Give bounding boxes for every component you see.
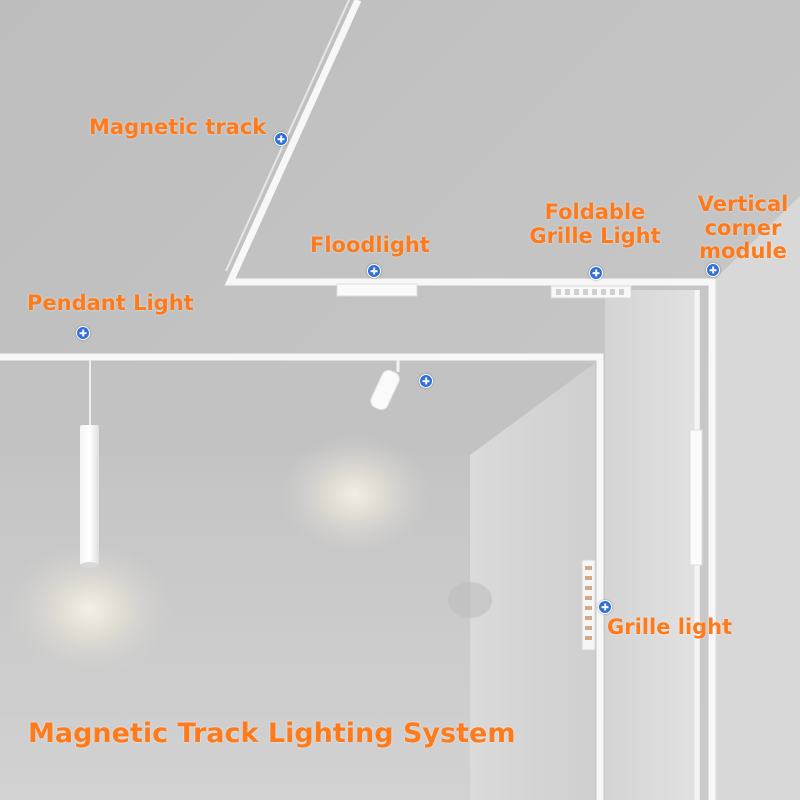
spot-body xyxy=(370,369,400,411)
label-magnetic-track: Magnetic track xyxy=(89,115,267,139)
lower-track-line xyxy=(0,353,604,800)
grille-wall-slots xyxy=(585,566,592,640)
wall-shadow xyxy=(448,582,492,618)
column-wall xyxy=(605,290,700,800)
label-grille-light: Grille light xyxy=(607,615,733,639)
label-foldable-line-2: Grille Light xyxy=(529,223,661,248)
plus-circle-icon-foldable-grille[interactable] xyxy=(589,266,603,280)
inner-ceiling xyxy=(0,363,595,455)
label-foldable-grille-light: Foldable Grille Light xyxy=(515,200,675,248)
pendant-glow xyxy=(5,540,175,680)
plus-circle-icon-floodlight[interactable] xyxy=(367,264,381,278)
label-vertical-corner-module: Vertical corner module xyxy=(688,192,798,264)
plus-circle-icon-pendant[interactable] xyxy=(76,326,90,340)
label-foldable-line-1: Foldable xyxy=(544,200,646,224)
plus-circle-icon-magnetic-track[interactable] xyxy=(274,132,288,146)
diagram-title: Magnetic Track Lighting System xyxy=(28,718,516,749)
pendant-body xyxy=(80,425,99,565)
label-vertical-line-3: module xyxy=(699,239,787,264)
plus-circle-icon-vertical-corner[interactable] xyxy=(706,263,720,277)
label-pendant-light: Pendant Light xyxy=(27,291,194,315)
pendant-lens xyxy=(80,562,99,568)
magnetic-track-line xyxy=(224,0,716,800)
side-wall xyxy=(470,363,595,800)
right-wall xyxy=(712,196,800,800)
vertical-wall-light xyxy=(689,429,703,566)
plus-circle-icon-grille-light[interactable] xyxy=(598,600,612,614)
label-floodlight: Floodlight xyxy=(310,233,430,257)
label-vertical-line-2: corner xyxy=(704,215,782,240)
grille-slots xyxy=(556,289,624,295)
spot-glow xyxy=(280,435,430,555)
label-vertical-line-1: Vertical xyxy=(697,192,789,216)
floodlight-fixture xyxy=(336,283,418,297)
plus-circle-icon-spotlight[interactable] xyxy=(419,374,433,388)
